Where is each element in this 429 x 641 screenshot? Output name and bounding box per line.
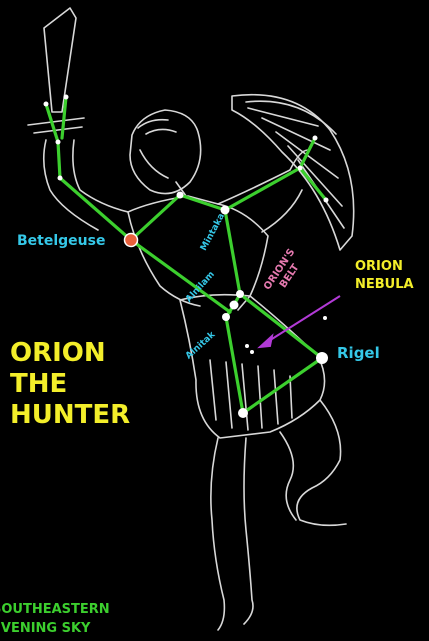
alnilam-star [230, 301, 239, 310]
betelgeuse-label: Betelgeuse [17, 233, 105, 249]
nebula-label: ORION NEBULA [355, 258, 414, 294]
tunic-outline [180, 295, 325, 438]
shield-arm-outline [218, 150, 308, 232]
rigel-star [316, 352, 328, 364]
sky-direction-caption: SOUTHEASTERN EVENING SKY [0, 600, 110, 638]
raised-arm-outline [44, 140, 128, 230]
alnitak-star [222, 313, 230, 321]
mintaka-star [236, 290, 244, 298]
sword-outline [44, 8, 76, 112]
rigel-label: Rigel [337, 344, 380, 362]
left-leg-outline [211, 438, 253, 630]
betelgeuse-star [125, 234, 138, 247]
right-leg-outline [280, 400, 346, 525]
constellation-title: ORION THE HUNTER [10, 338, 130, 431]
